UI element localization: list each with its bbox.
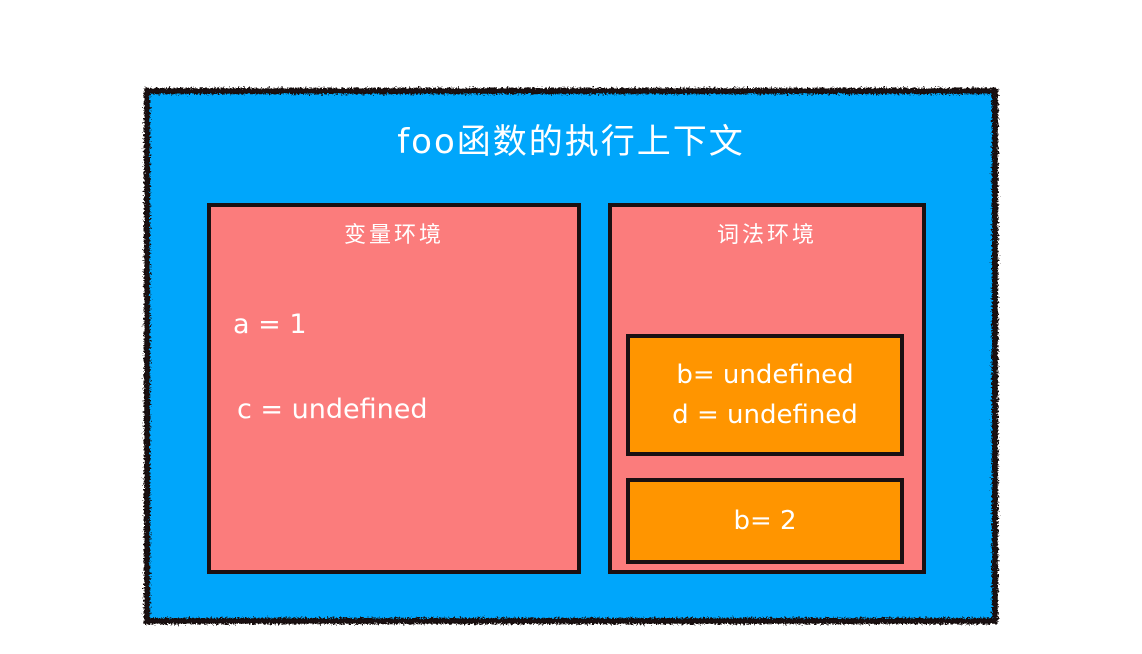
variable-entry: a = 1 [233, 309, 307, 340]
lexical-binding-box: b= 2 [626, 478, 904, 564]
page-title: foo函数的执行上下文 [397, 122, 745, 162]
binding-entry: b= 2 [733, 506, 797, 536]
execution-context-box: foo函数的执行上下文 变量环境 a = 1 c = undefined 词法环… [144, 88, 998, 624]
environment-panels: 变量环境 a = 1 c = undefined 词法环境 b= undefin… [207, 203, 926, 574]
lexical-environment-title: 词法环境 [716, 223, 817, 248]
variable-entry: c = undefined [237, 394, 428, 425]
binding-entry: d = undefined [672, 400, 858, 430]
variable-environment-panel: 变量环境 a = 1 c = undefined [207, 203, 581, 574]
variable-environment-title: 变量环境 [343, 223, 444, 248]
binding-entry: b= undefined [676, 360, 854, 390]
lexical-environment-panel: 词法环境 b= undefined d = undefined b= 2 [608, 203, 926, 574]
lexical-binding-box: b= undefined d = undefined [626, 334, 904, 456]
